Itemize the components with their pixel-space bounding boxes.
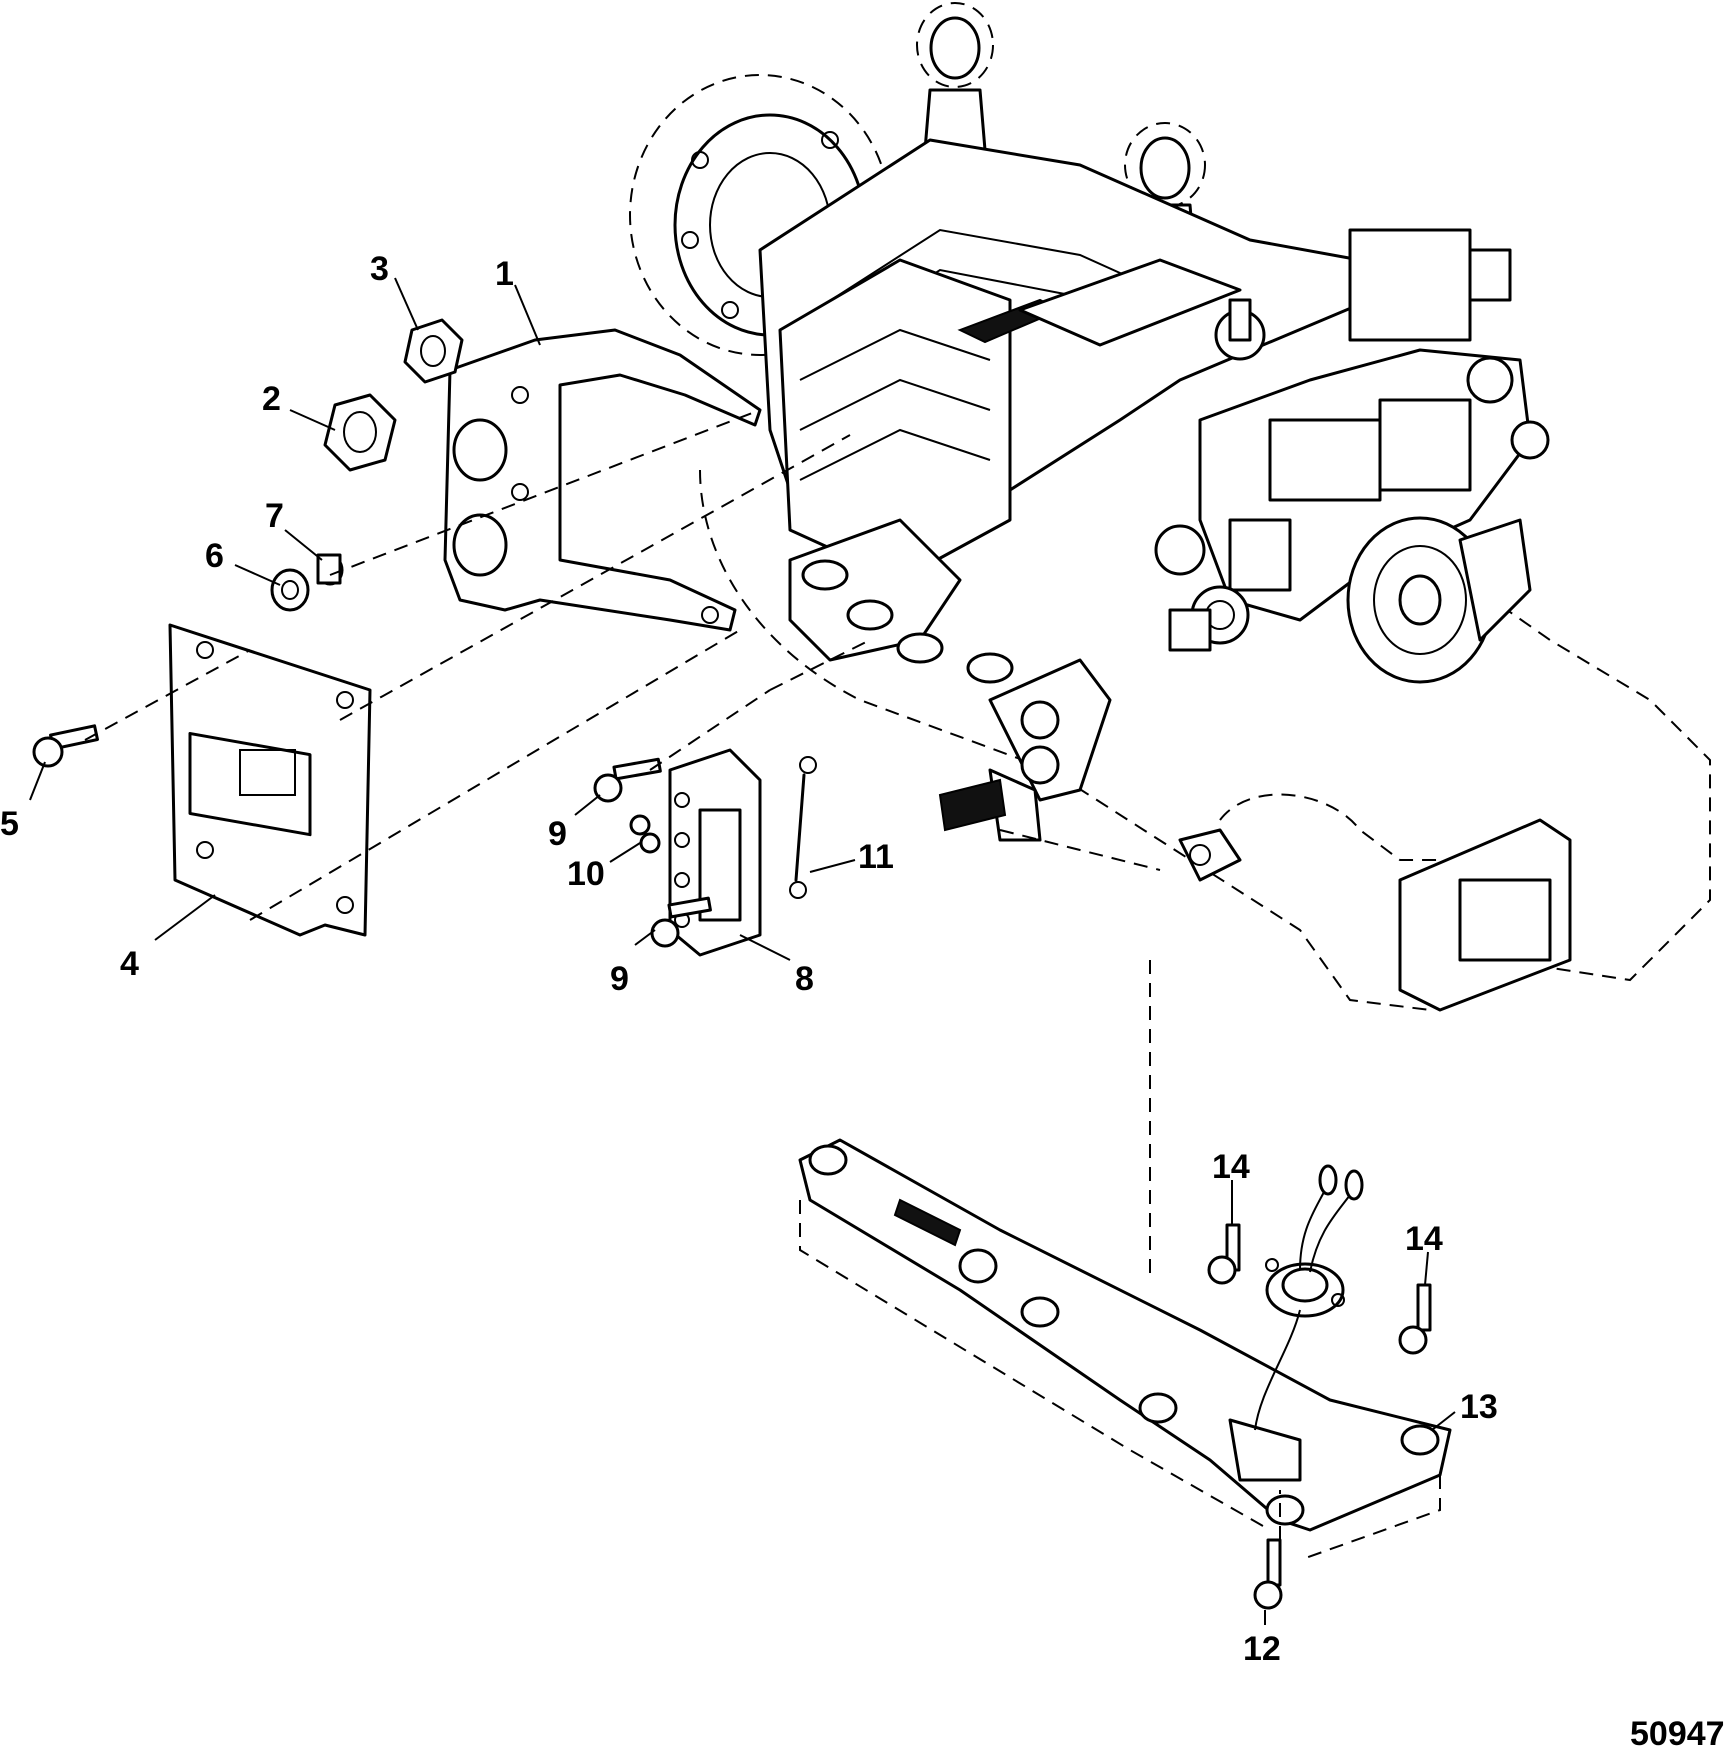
grommet <box>270 568 310 612</box>
ecm-mount-bolt <box>32 724 99 768</box>
module-screw-upper <box>593 757 662 803</box>
callout-6: 6 <box>205 537 224 575</box>
valve-body-solenoids <box>1154 228 1550 652</box>
callout-3: 3 <box>370 250 389 288</box>
callout-9-lower: 9 <box>610 960 629 998</box>
callout-8: 8 <box>795 960 814 998</box>
mount-crossmember <box>798 1138 1452 1532</box>
transmission-housing <box>699 138 1711 1012</box>
mounting-bracket <box>443 328 762 632</box>
tail-housing <box>1178 793 1572 1012</box>
callout-14-left: 14 <box>1212 1148 1250 1186</box>
callout-11: 11 <box>858 838 894 876</box>
transmission-assembly <box>629 2 1711 1012</box>
sensor-bolt-right <box>1398 1283 1432 1355</box>
callout-4: 4 <box>120 945 139 983</box>
callout-12: 12 <box>1243 1630 1281 1668</box>
module-screw-lower <box>650 896 712 948</box>
callout-10: 10 <box>567 855 605 893</box>
leader-lines <box>29 277 1456 1625</box>
callout-13: 13 <box>1460 1388 1498 1426</box>
ground-strap <box>789 756 817 899</box>
callouts: 1 2 3 4 5 6 7 8 9 9 10 11 12 13 14 14 <box>0 250 1498 1668</box>
lifting-eye-left <box>916 2 994 152</box>
temperature-sensor <box>1254 1164 1364 1431</box>
callout-1: 1 <box>495 255 514 293</box>
ecm-module-plate <box>168 623 372 937</box>
module-nuts <box>629 814 661 854</box>
hex-nut-small <box>403 318 464 384</box>
callout-14-right: 14 <box>1405 1220 1443 1258</box>
figure-id: 50947 <box>1630 1715 1725 1753</box>
spacer-sleeve <box>316 553 344 586</box>
callout-2: 2 <box>262 380 281 418</box>
hex-nut-large <box>323 393 397 472</box>
pump-end-cover <box>1346 516 1532 684</box>
electronic-module <box>668 748 762 957</box>
callout-9-upper: 9 <box>548 815 567 853</box>
assembly-lines <box>84 409 1441 1561</box>
sensor-bolt-left <box>1207 1223 1241 1285</box>
crossmember-bolt <box>1253 1538 1283 1610</box>
callout-7: 7 <box>265 497 284 535</box>
callout-5: 5 <box>0 805 19 843</box>
housing-mount-bosses <box>788 518 1112 842</box>
